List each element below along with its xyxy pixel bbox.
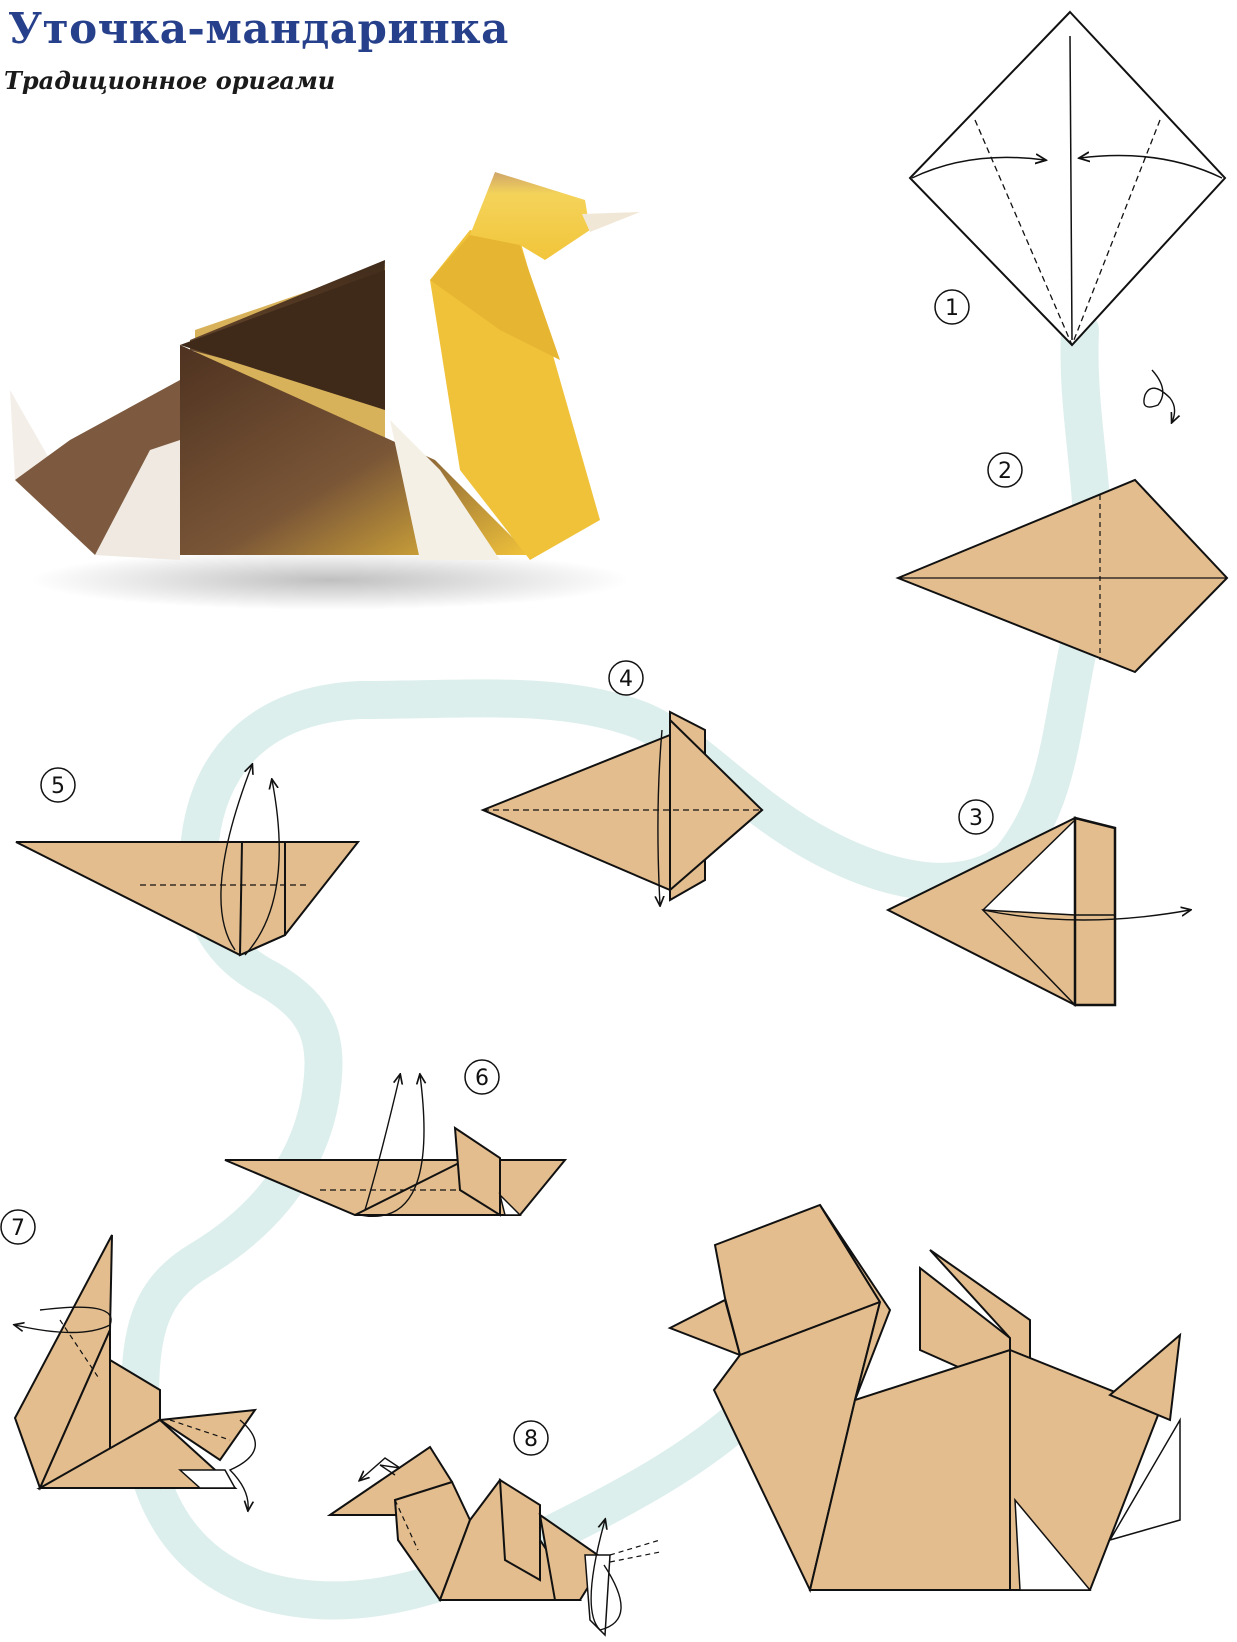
step-number-6: 6 [465, 1060, 499, 1094]
step-number-label: 7 [11, 1216, 25, 1241]
finished-duck-diagram [670, 1205, 1180, 1590]
step-number-4: 4 [609, 661, 643, 695]
step-number-7: 7 [1, 1210, 35, 1244]
step-number-label: 4 [619, 667, 633, 692]
flip-over-icon [1144, 370, 1175, 422]
step-number-label: 5 [51, 774, 65, 799]
step-number-label: 6 [475, 1066, 489, 1091]
step-2-diagram [898, 480, 1227, 672]
step-number-8: 8 [514, 1421, 548, 1455]
step-number-label: 8 [524, 1427, 538, 1452]
step-number-3: 3 [959, 800, 993, 834]
finished-duck-photo [10, 172, 640, 610]
step-number-label: 1 [945, 296, 959, 321]
step-3-diagram [888, 818, 1190, 1005]
step-4-diagram [483, 712, 762, 905]
step-number-1: 1 [935, 290, 969, 324]
step-number-5: 5 [41, 768, 75, 802]
step-number-2: 2 [988, 453, 1022, 487]
step-number-label: 2 [998, 459, 1012, 484]
step-number-label: 3 [969, 806, 983, 831]
